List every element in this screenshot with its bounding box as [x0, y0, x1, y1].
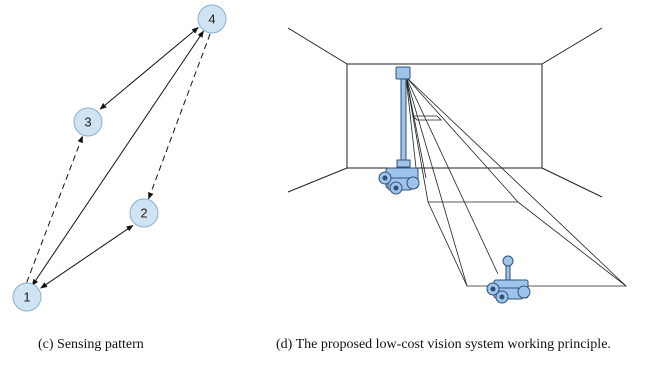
- edge-3-4: [99, 27, 199, 110]
- robot-beacon: [502, 255, 514, 267]
- camera-box: [395, 66, 411, 80]
- robot-wheel: [406, 176, 420, 190]
- edge-4-2: [148, 33, 211, 200]
- floor-edge-left: [287, 167, 348, 193]
- svg-text:4: 4: [208, 12, 215, 27]
- camera-mast: [400, 78, 407, 170]
- svg-text:2: 2: [140, 206, 147, 221]
- node-1: 1: [12, 282, 42, 312]
- robot-with-camera-mast: [378, 66, 420, 195]
- node-4: 4: [197, 4, 227, 34]
- node-2: 2: [129, 198, 159, 228]
- floor-projection: [427, 201, 628, 287]
- ceiling-edge-left: [287, 27, 348, 65]
- edge-1-3: [26, 135, 83, 283]
- floor-edge-right: [541, 167, 603, 198]
- svg-text:3: 3: [84, 115, 91, 130]
- ceiling-edge-right: [541, 27, 603, 65]
- robot-small: [486, 255, 531, 304]
- svg-text:1: 1: [23, 290, 30, 305]
- caption-sensing-pattern: (c) Sensing pattern: [38, 337, 144, 352]
- robot-wheel: [517, 285, 531, 299]
- wall-mark: [412, 115, 442, 121]
- edge-1-4: [31, 30, 204, 287]
- caption-vision-system: (d) The proposed low-cost vision system …: [276, 337, 611, 352]
- camera-field-of-view: [405, 76, 628, 287]
- edge-1-2: [40, 224, 134, 289]
- node-3: 3: [73, 107, 103, 137]
- back-wall: [346, 63, 543, 169]
- room-diagram: [287, 27, 603, 198]
- sensing-pattern-graph: 1 2 3 4: [12, 4, 227, 312]
